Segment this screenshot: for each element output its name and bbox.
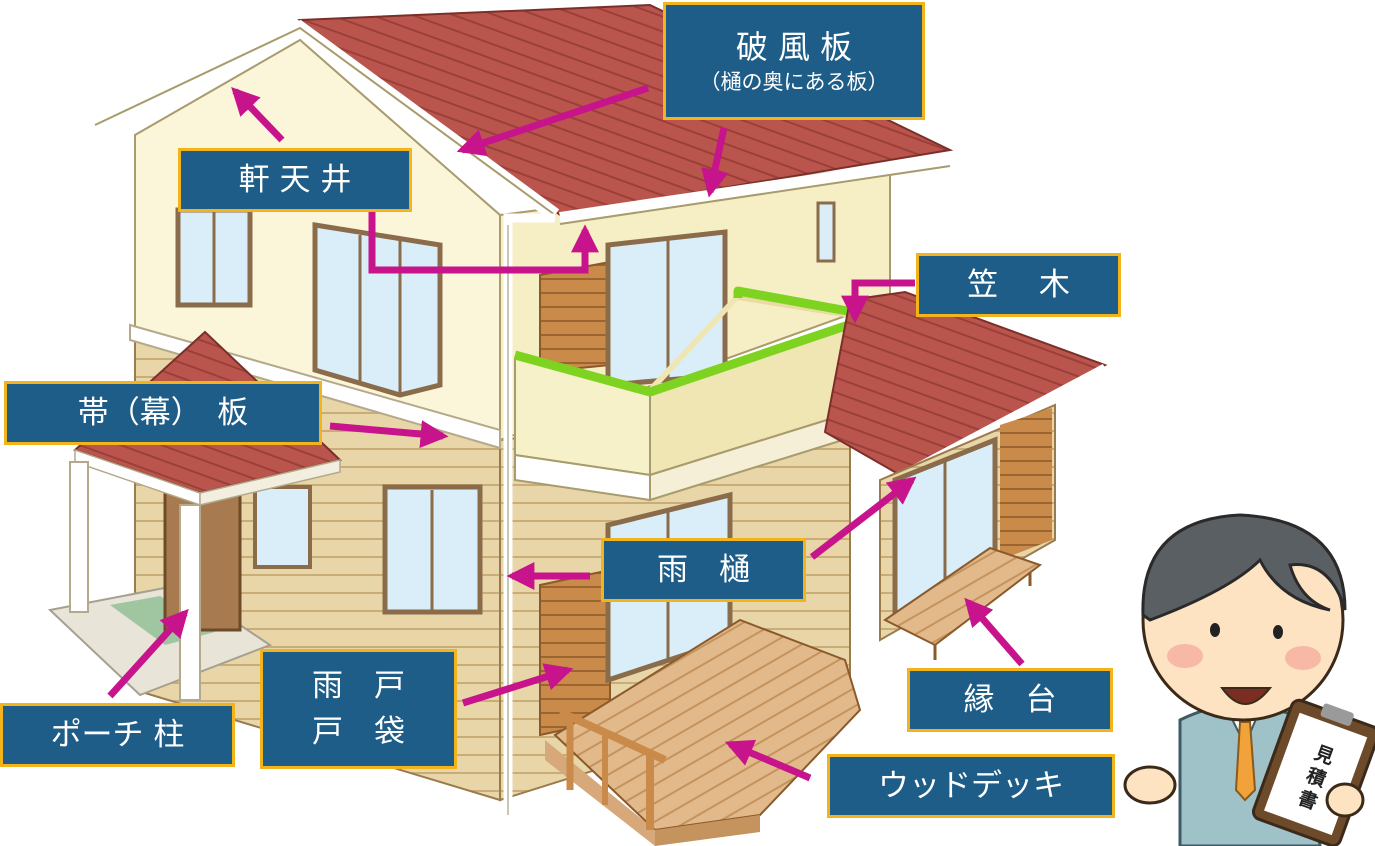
label-hafuita-title: 破 風 板 [735,27,853,66]
upper-shutter-box [539,260,611,374]
porch-pillar [179,504,201,701]
arrow-nokitenjo-1 [231,86,285,143]
label-porch-pillar-text: ポーチ 柱 [50,716,185,753]
label-nokitenjo-text: 軒 天 井 [238,161,352,198]
label-nokitenjo: 軒 天 井 [178,148,412,212]
label-kasagi: 笠 木 [916,253,1121,317]
arrow-kasagi [841,279,915,324]
arrow-porch-pillar [107,608,189,699]
arrow-amado [461,663,574,707]
arrow-wood-deck [724,739,812,782]
arrow-engawa [964,597,1025,667]
bay-window [312,222,443,398]
engawa-bench [883,546,1043,647]
arrow-obi-ita [329,420,449,448]
label-amado-tobukuro-text: 雨 戸 戸 袋 [312,667,405,751]
label-hafuita-sub: （樋の奥にある板） [699,69,889,94]
arrow-hafuita-1 [456,84,650,157]
arrow-nokitenjo-2 [368,212,599,274]
label-obi-ita: 帯（幕） 板 [4,381,322,445]
label-amado-tobukuro: 雨 戸 戸 袋 [260,649,457,769]
porch-door [163,488,242,632]
label-obi-ita-text: 帯（幕） 板 [77,394,249,431]
label-amadoi-text: 雨 樋 [657,551,750,588]
businessman-character [1123,513,1375,846]
label-wood-deck: ウッドデッキ [827,754,1115,818]
arrow-hafuita-2 [701,127,729,198]
label-kasagi-text: 笠 木 [967,266,1070,303]
label-engawa-dai-text: 縁 台 [963,681,1057,718]
arrow-amadoi-2 [809,476,917,560]
label-engawa-dai: 縁 台 [907,668,1113,732]
label-hafuita: 破 風 板 （樋の奥にある板） [663,2,925,120]
label-porch-pillar: ポーチ 柱 [0,703,235,767]
label-wood-deck-text: ウッドデッキ [878,767,1064,804]
label-amadoi: 雨 樋 [601,538,806,602]
